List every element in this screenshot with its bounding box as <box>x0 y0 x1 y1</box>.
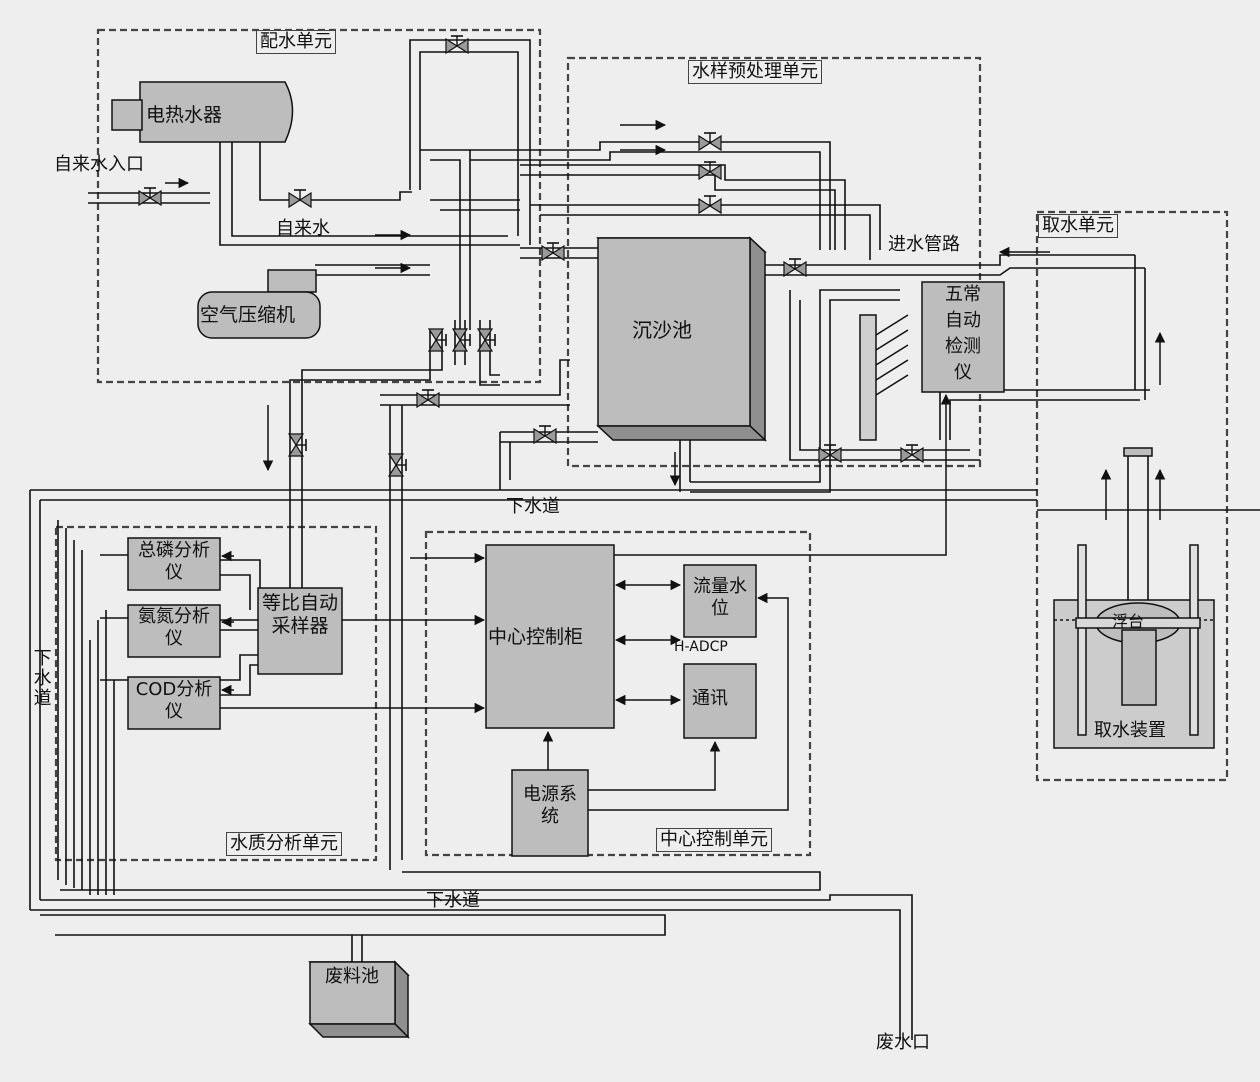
valve-heater <box>288 189 312 208</box>
phosphorus-analyzer-label: 总磷分析仪 <box>138 540 210 583</box>
inlet-pipe-label: 进水管路 <box>888 234 960 255</box>
pretreatment-boundary <box>566 56 982 468</box>
valve-pretreat-3 <box>698 195 722 214</box>
water-heater-shape <box>139 81 294 143</box>
analysis-boundary <box>54 525 378 862</box>
cod-analyzer-label: COD分析仪 <box>135 679 213 722</box>
grit-chamber-shape <box>597 237 751 427</box>
valve-pretreat-1 <box>698 132 722 151</box>
waste-outlet-label: 废水口 <box>876 1032 930 1053</box>
power-system-label: 电源系统 <box>523 784 577 827</box>
five-param-detector-shape <box>921 281 1005 393</box>
valve-top-loop <box>445 35 469 54</box>
air-compressor-shape <box>197 291 321 339</box>
tap-water-label: 自来水 <box>276 218 330 239</box>
flow-level-shape <box>683 564 757 638</box>
analysis-unit-label: 水质分析单元 <box>226 832 342 856</box>
tap-water-inlet-label: 自来水入口 <box>54 154 144 175</box>
phosphorus-analyzer-shape <box>127 537 221 591</box>
communication-shape <box>683 663 757 739</box>
five-param-detector-line4: 仪 <box>954 362 972 383</box>
waste-tank-shape <box>309 961 396 1025</box>
pretreatment-unit-label: 水样预处理单元 <box>688 60 822 84</box>
equipment <box>111 81 1215 1039</box>
grit-chamber-label: 沉沙池 <box>632 318 692 342</box>
five-param-detector-line2: 自动 <box>945 310 981 331</box>
five-param-detector-line3: 检测 <box>945 336 981 357</box>
communication-label: 通讯 <box>692 688 728 709</box>
intake-unit-label: 取水单元 <box>1038 214 1118 238</box>
waste-tank-label: 废料池 <box>325 966 379 987</box>
five-param-detector-line1: 五常 <box>945 284 981 305</box>
sampler-shape <box>257 587 343 675</box>
sampler-label: 等比自动采样器 <box>261 592 338 637</box>
nitrogen-analyzer-shape <box>127 604 221 658</box>
water-heater-label: 电热水器 <box>146 104 223 126</box>
hadcp-label: H-ADCP <box>674 639 728 655</box>
sewer-mid-label: 下水道 <box>506 496 560 517</box>
cod-analyzer-shape <box>127 676 221 730</box>
nitrogen-analyzer-label: 氨氮分析仪 <box>138 606 210 649</box>
signal-lines <box>165 119 1166 811</box>
water-distribution-unit-label: 配水单元 <box>256 30 336 54</box>
valve-sampler-line <box>288 433 307 457</box>
float-label: 浮台 <box>1112 612 1145 631</box>
control-unit-label: 中心控制单元 <box>656 828 772 852</box>
air-compressor-label: 空气压缩机 <box>200 304 296 326</box>
flow-level-label: 流量水位 <box>693 576 747 619</box>
valve-grit-outlet <box>783 258 807 277</box>
valve-grit-drain <box>533 425 557 444</box>
valve-manifold-1 <box>428 328 447 352</box>
central-cabinet-label: 中心控制柜 <box>488 626 584 648</box>
valve-drain-line <box>388 453 407 477</box>
intake-device-label: 取水装置 <box>1094 720 1166 741</box>
sewer-left-label: 下水道 <box>30 648 52 708</box>
pipe-network <box>29 39 1260 1040</box>
central-cabinet-shape <box>485 544 615 729</box>
intake-boundary <box>1035 210 1229 782</box>
power-system-shape <box>511 769 589 857</box>
sewer-bottom-label: 下水道 <box>426 890 480 911</box>
control-boundary <box>424 530 812 857</box>
